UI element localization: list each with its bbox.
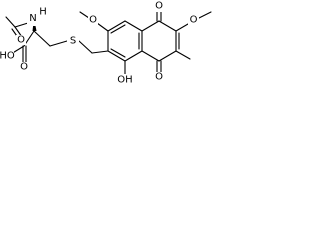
aromatic-ring (79, 11, 143, 75)
ring-bond-5 (124, 50, 143, 62)
quinone-oxygen-top-label: O (155, 1, 163, 12)
methoxy-oxygen-left-label: O (89, 15, 97, 26)
ring-methoxy-bond (96, 22, 109, 32)
amide-nitrogen-label: N (29, 13, 36, 24)
ring-bond-6 (107, 50, 126, 62)
quinone-methyl-bond (175, 50, 191, 60)
quinone-bond-4 (158, 50, 177, 62)
acetyl-oxygen-label: O (17, 35, 25, 46)
quinone-bond-1 (141, 20, 160, 32)
thioether-link (78, 40, 109, 54)
acetyl-c-n-bond (14, 22, 29, 28)
amide-hydrogen-label: H (39, 7, 47, 18)
atom-labels: N H O HO O S O O O O OH (0, 1, 199, 86)
quinone-methoxy-bond (175, 23, 189, 32)
quinone-oxygen-bottom-label: O (155, 72, 163, 83)
acid-carbonyl-oxygen-label: O (20, 62, 28, 73)
ch2-ring-bond (91, 50, 109, 54)
alpha-carbon-ch2-bond (33, 30, 51, 47)
phenol-hydroxyl-label: OH (117, 75, 132, 86)
sulfur-ch2-bond (78, 40, 93, 54)
acid-hydroxyl-label: HO (0, 51, 15, 62)
ch2-sulfur-bond (49, 40, 68, 47)
quinone-ring (141, 10, 212, 73)
ring-bond-6-inner (110, 48, 126, 58)
quinone-bond-5 (141, 50, 160, 62)
methoxy-methyl-bond (79, 11, 90, 19)
acetyl-methyl-bond (5, 16, 16, 28)
quinone-methoxy-methyl-bond (198, 11, 212, 19)
ring-bond-2-inner (110, 24, 126, 34)
methoxy-oxygen-right-label: O (190, 15, 198, 26)
ring-bond-2 (107, 20, 126, 32)
chemical-structure-diagram: N H O HO O S O O O O OH (0, 1, 212, 86)
quinone-bond-2 (158, 20, 177, 32)
thioether-sulfur-label: S (70, 36, 76, 47)
ring-bond-3 (124, 20, 143, 32)
